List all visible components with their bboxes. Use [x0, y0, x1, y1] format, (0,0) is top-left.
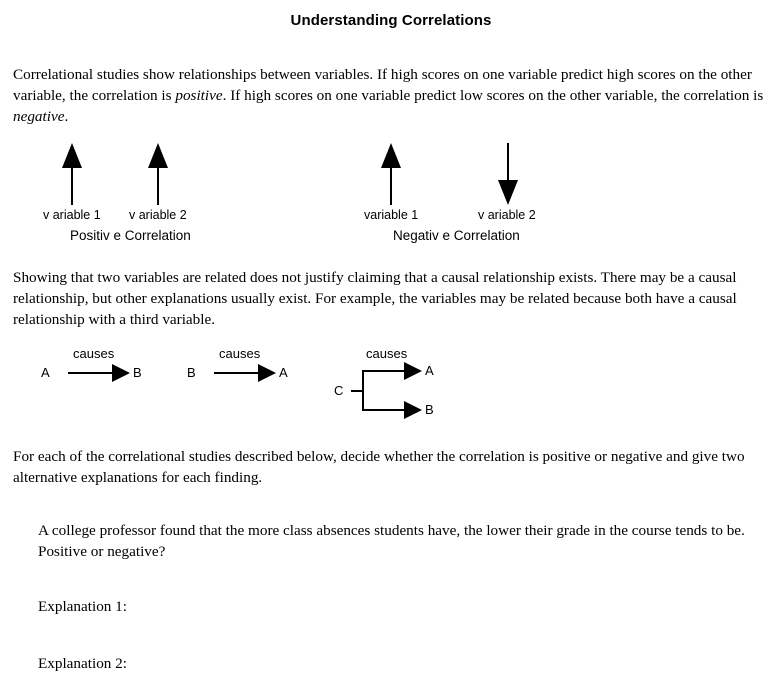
- arrow-shaft: [157, 167, 159, 205]
- causal-third-lower-arrow-head-icon: [404, 401, 422, 419]
- causal-first-arrow-shaft: [68, 372, 114, 374]
- causal-second-arrow-shaft: [214, 372, 260, 374]
- arrow-shaft: [390, 167, 392, 205]
- exercise-question: Positive or negative?: [38, 543, 166, 560]
- intro-italic-negative: negative: [13, 108, 65, 125]
- causal-third-upper-arrow-head-icon: [404, 362, 422, 380]
- intro-italic-positive: positive: [175, 87, 223, 104]
- causal-third-lower-target-label: B: [425, 402, 434, 417]
- intro-paragraph: Correlational studies show relationships…: [13, 64, 769, 127]
- exercise-scenario: A college professor found that the more …: [38, 522, 745, 539]
- positive-variable-2-up-arrow-icon: [147, 143, 169, 205]
- correlation-diagram: v ariable 1 v ariable 2 Positiv e Correl…: [0, 138, 782, 243]
- causal-second-source-label: B: [187, 365, 196, 380]
- explanation-2-label: Explanation 2:: [38, 655, 127, 672]
- arrow-shaft: [71, 167, 73, 205]
- causal-second-causes-label: causes: [219, 346, 261, 361]
- explanation-1-label: Explanation 1:: [38, 598, 127, 615]
- exercise-item: A college professor found that the more …: [38, 520, 769, 562]
- causal-second-target-label: A: [279, 365, 288, 380]
- causal-diagram: causes A B causes B A causes C A B: [0, 340, 782, 430]
- negative-variable-1-up-arrow-icon: [380, 143, 402, 205]
- causal-third-source-label: C: [334, 383, 344, 398]
- arrow-head-up-icon: [381, 143, 401, 168]
- positive-variable-2-label: v ariable 2: [129, 208, 187, 222]
- causal-third-branch-line: [362, 370, 364, 411]
- causal-third-lower-arrow-shaft: [362, 409, 406, 411]
- negative-variable-2-label: v ariable 2: [478, 208, 536, 222]
- causation-paragraph: Showing that two variables are related d…: [13, 269, 737, 328]
- causal-first-arrow-head-icon: [112, 364, 130, 382]
- causal-third-causes-label: causes: [366, 346, 408, 361]
- causal-third-source-stub: [351, 390, 363, 392]
- negative-variable-1-label: variable 1: [364, 208, 419, 222]
- causal-second-arrow-head-icon: [258, 364, 276, 382]
- positive-variable-1-up-arrow-icon: [61, 143, 83, 205]
- intro-text-a: Correlational studies show relationships…: [13, 66, 752, 104]
- instructions-paragraph: For each of the correlational studies de…: [13, 448, 745, 486]
- negative-correlation-caption: Negativ e Correlation: [393, 228, 520, 243]
- arrow-head-up-icon: [62, 143, 82, 168]
- arrow-head-up-icon: [148, 143, 168, 168]
- causal-first-causes-label: causes: [73, 346, 115, 361]
- negative-variable-2-down-arrow-icon: [497, 143, 519, 205]
- causal-third-upper-target-label: A: [425, 363, 434, 378]
- page-title: Understanding Correlations: [290, 12, 492, 29]
- causal-third-upper-arrow-shaft: [362, 370, 406, 372]
- causal-first-target-label: B: [133, 365, 142, 380]
- arrow-head-down-icon: [498, 180, 518, 205]
- positive-variable-1-label: v ariable 1: [43, 208, 101, 222]
- intro-text-c: .: [64, 108, 69, 125]
- causal-first-source-label: A: [41, 365, 50, 380]
- arrow-shaft: [507, 143, 509, 181]
- positive-correlation-caption: Positiv e Correlation: [70, 228, 191, 243]
- intro-text-b: . If high scores on one variable predict…: [222, 87, 764, 104]
